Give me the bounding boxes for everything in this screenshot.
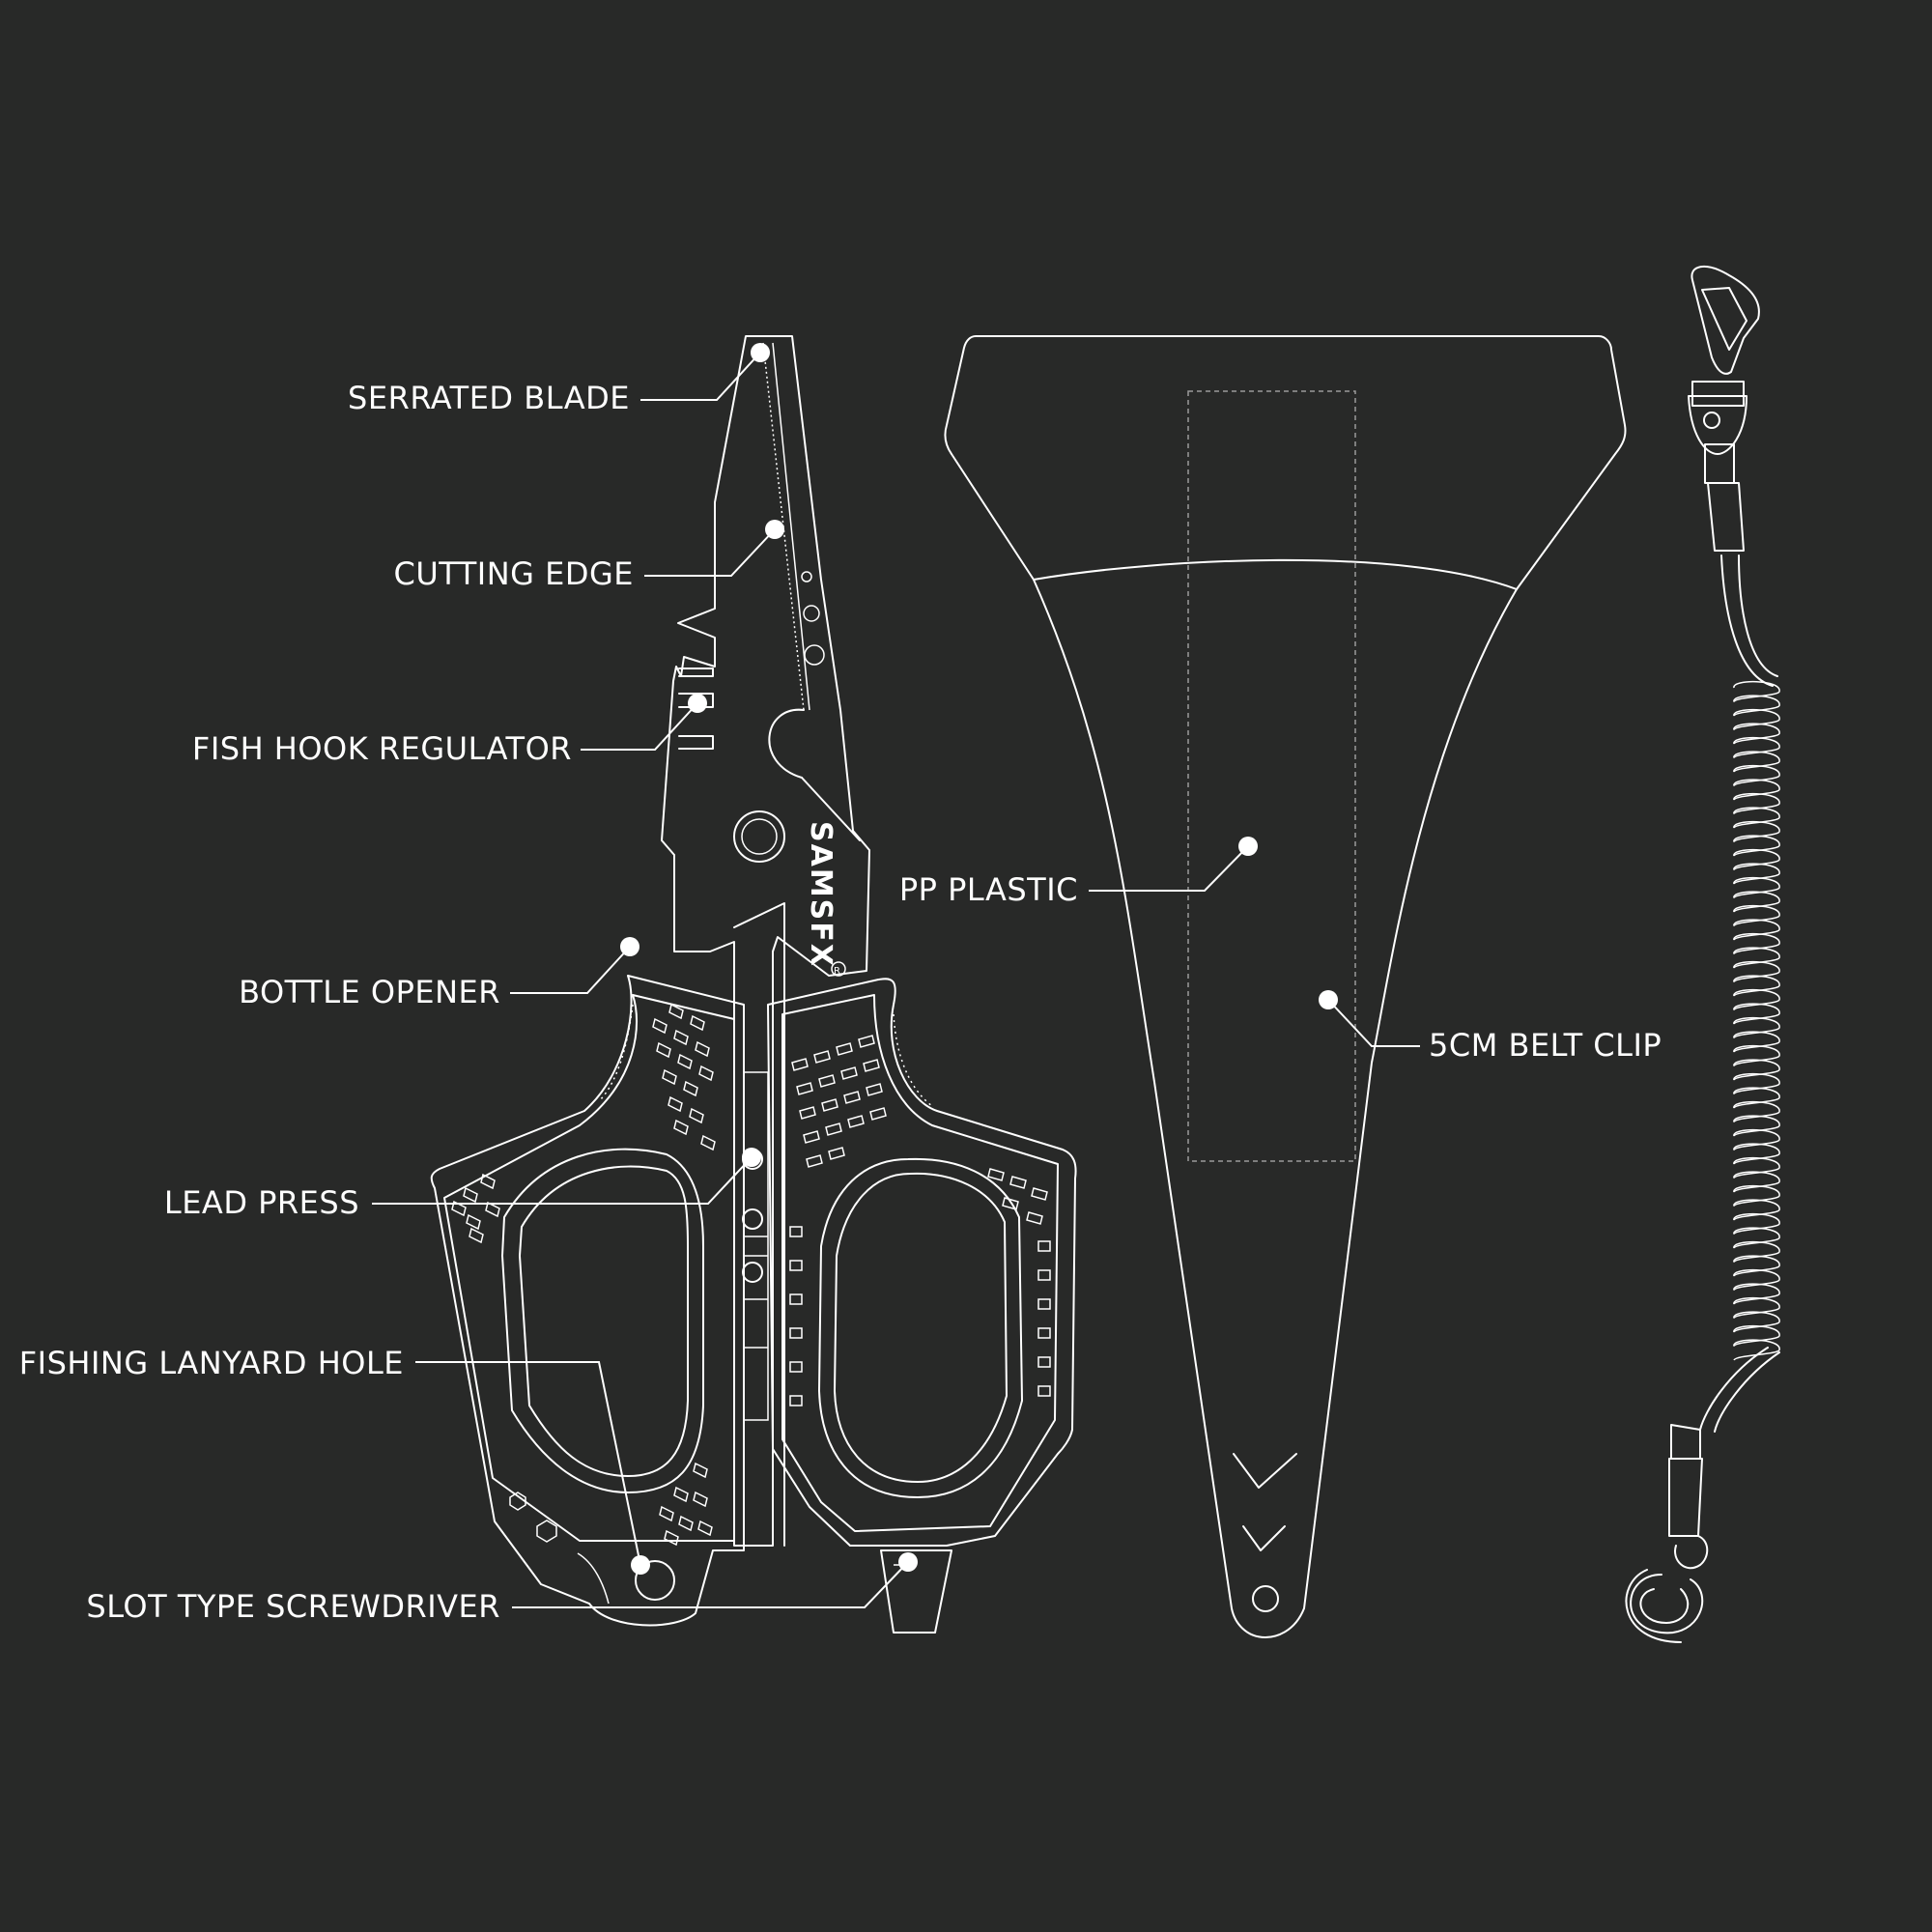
callout-label: SLOT TYPE SCREWDRIVER: [86, 1588, 500, 1625]
coiled-lanyard-illustration: [1625, 266, 1780, 1643]
callout-label: SERRATED BLADE: [348, 380, 630, 416]
pp-plastic-sheath-illustration: [944, 335, 1627, 1638]
callout-label: FISH HOOK REGULATOR: [192, 730, 572, 767]
callout-fish-hook-regulator: FISH HOOK REGULATOR: [192, 694, 707, 767]
callout-pp-plastic: PP PLASTIC: [899, 837, 1258, 908]
callout-label: CUTTING EDGE: [393, 555, 634, 592]
callout-lead-press: LEAD PRESS: [164, 1148, 761, 1221]
callout-fishing-lanyard-hole: FISHING LANYARD HOLE: [19, 1345, 650, 1575]
fishing-pliers-illustration: SAMSFX R: [430, 335, 1077, 1634]
callout-label: BOTTLE OPENER: [239, 974, 500, 1010]
callout-serrated-blade: SERRATED BLADE: [348, 343, 770, 416]
callout-label: LEAD PRESS: [164, 1184, 359, 1221]
callout-slot-type-screwdriver: SLOT TYPE SCREWDRIVER: [86, 1552, 918, 1625]
callout-belt-clip: 5CM BELT CLIP: [1319, 990, 1662, 1064]
trademark-mark: R: [834, 966, 840, 977]
callout-cutting-edge: CUTTING EDGE: [393, 520, 784, 592]
lanyard-coils: [1733, 680, 1780, 1361]
callout-bottle-opener: BOTTLE OPENER: [239, 937, 639, 1010]
callout-label: FISHING LANYARD HOLE: [19, 1345, 404, 1381]
callout-label: 5CM BELT CLIP: [1429, 1027, 1662, 1064]
callout-label: PP PLASTIC: [899, 871, 1078, 908]
belt-clip-outline: [1187, 390, 1356, 1162]
brand-logo: SAMSFX: [804, 821, 838, 968]
